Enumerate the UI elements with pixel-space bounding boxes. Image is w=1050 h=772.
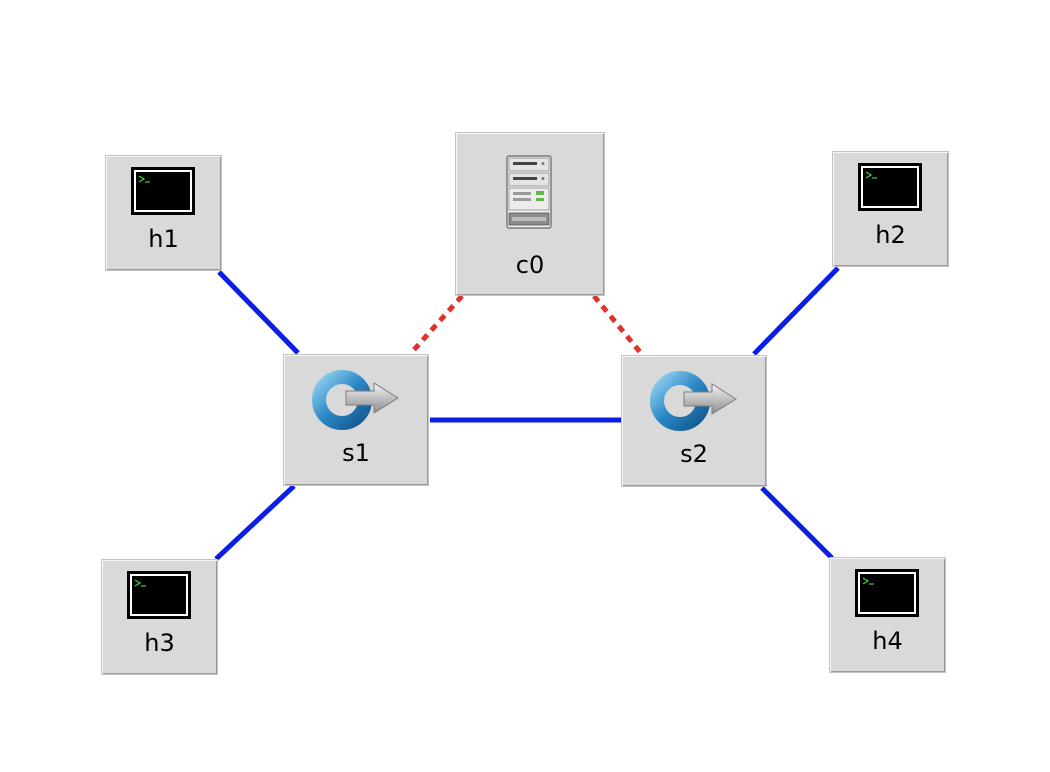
node-h2[interactable]: h2 <box>832 151 949 267</box>
link-h3-s1[interactable] <box>214 484 296 561</box>
openflow-switch-icon <box>312 370 399 430</box>
link-h1-s1[interactable] <box>217 270 300 355</box>
node-label-h3: h3 <box>144 629 175 657</box>
node-c0[interactable]: c0 <box>455 132 605 296</box>
node-h1[interactable]: h1 <box>105 155 222 271</box>
link-c0-s2[interactable] <box>592 294 642 354</box>
node-label-c0: c0 <box>515 251 545 279</box>
terminal-icon <box>127 571 191 619</box>
node-h3[interactable]: h3 <box>101 559 218 675</box>
link-h4-s2[interactable] <box>760 486 834 560</box>
terminal-icon <box>855 569 919 617</box>
server-icon <box>506 155 552 229</box>
node-label-h2: h2 <box>875 221 906 249</box>
node-s1[interactable]: s1 <box>283 354 429 486</box>
node-h4[interactable]: h4 <box>829 557 946 673</box>
terminal-icon <box>131 167 195 215</box>
terminal-icon <box>858 163 922 211</box>
node-s2[interactable]: s2 <box>621 355 767 487</box>
link-h2-s2[interactable] <box>752 266 840 356</box>
openflow-switch-icon <box>650 371 737 431</box>
links-layer <box>214 266 840 561</box>
node-label-h4: h4 <box>872 627 903 655</box>
node-label-s1: s1 <box>342 439 370 467</box>
node-label-h1: h1 <box>148 225 179 253</box>
link-c0-s1[interactable] <box>410 294 464 354</box>
node-label-s2: s2 <box>680 440 708 468</box>
